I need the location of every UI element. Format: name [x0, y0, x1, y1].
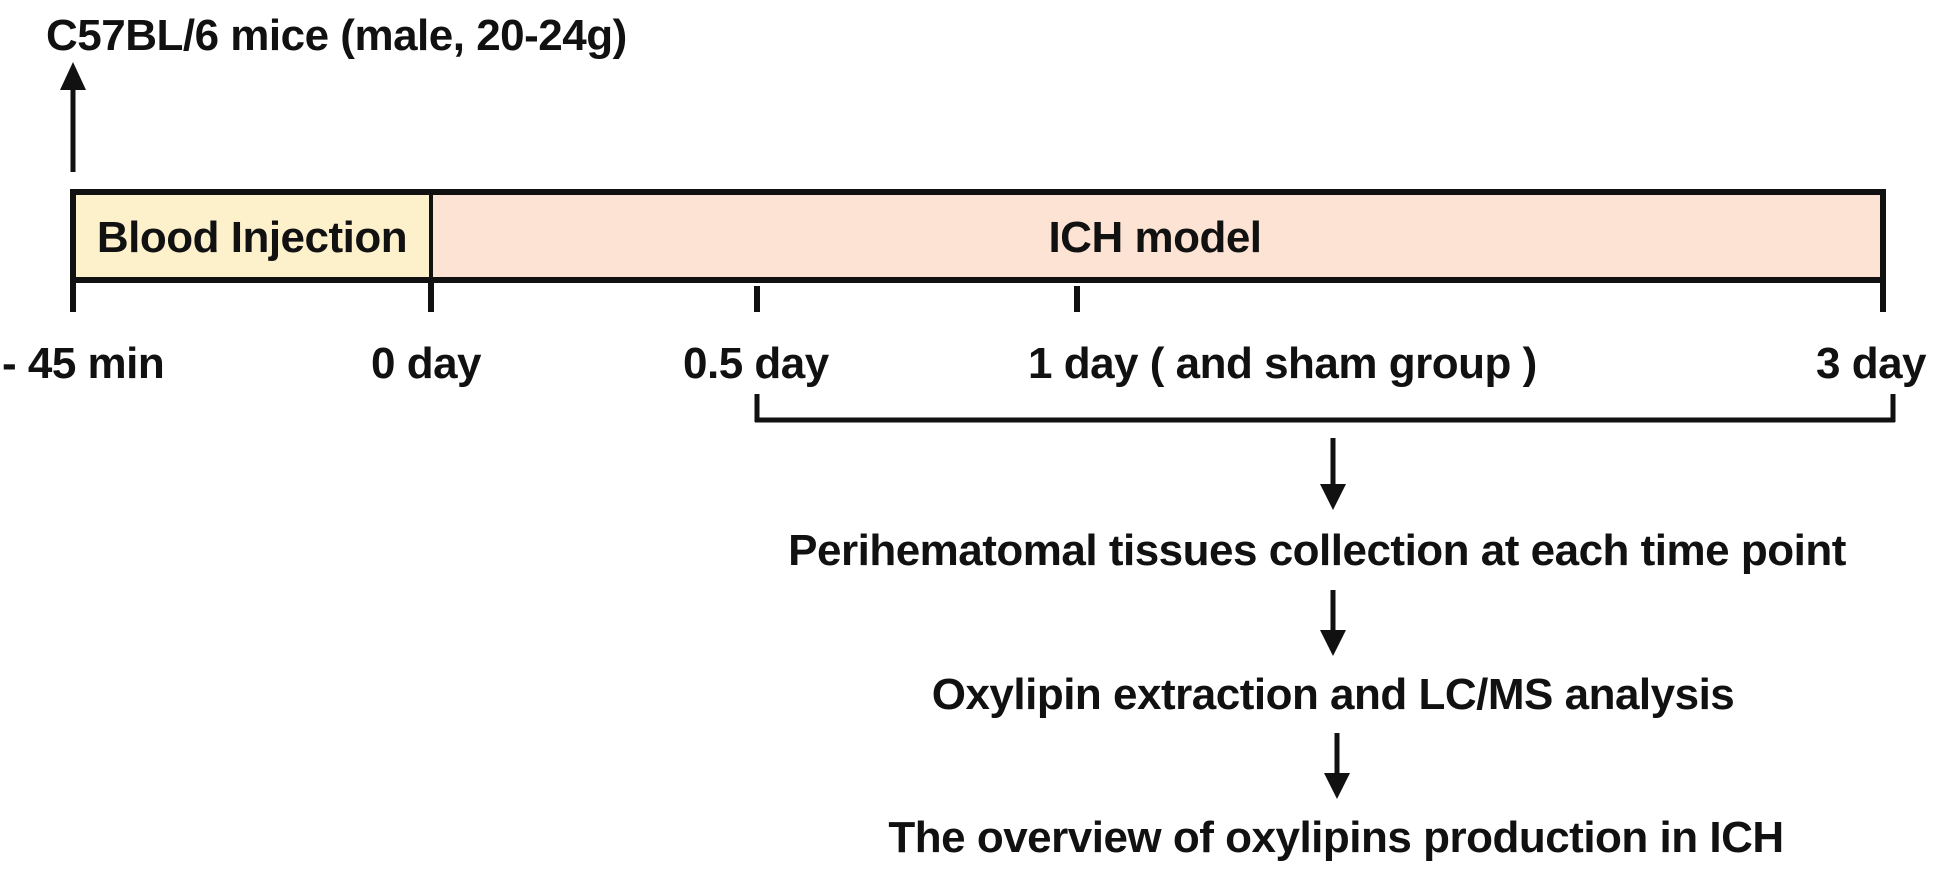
subject-arrow-head: [60, 62, 86, 90]
flow-arrow-2-head: [1320, 630, 1346, 656]
ich-model-label: ICH model: [1048, 213, 1262, 262]
tick-label-minus-45-min: - 45 min: [2, 339, 165, 388]
timeline-bar-outline: [70, 189, 1886, 283]
subject-label: C57BL/6 mice (male, 20-24g): [46, 11, 627, 60]
step-oxylipin-extraction: Oxylipin extraction and LC/MS analysis: [931, 670, 1735, 719]
tick-label-0-5-day: 0.5 day: [683, 339, 829, 388]
step-overview: The overview of oxylipins production in …: [888, 813, 1784, 862]
flow-arrow-1-head: [1320, 484, 1346, 510]
blood-injection-segment: [73, 192, 431, 280]
flow-arrow-3-head: [1324, 773, 1350, 799]
tick-label-0-day: 0 day: [371, 339, 482, 388]
step-tissue-collection: Perihematomal tissues collection at each…: [788, 526, 1846, 575]
blood-injection-label: Blood Injection: [96, 213, 408, 262]
tick-label-3-day: 3 day: [1816, 339, 1927, 388]
tick-label-1-day: 1 day ( and sham group ): [1028, 339, 1537, 388]
ich-model-segment: [431, 192, 1883, 280]
